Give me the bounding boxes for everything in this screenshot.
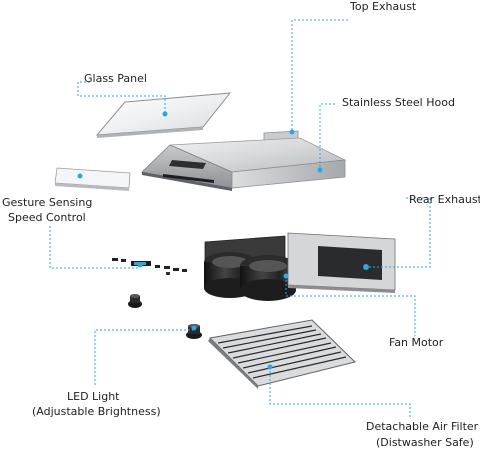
label-fan-motor: Fan Motor <box>389 336 444 349</box>
rear-exhaust-plate <box>287 232 396 293</box>
label-air-filter-line1: Detachable Air Filter <box>366 420 479 433</box>
stainless-steel-hood <box>141 130 347 191</box>
callout-lines <box>49 19 431 418</box>
label-stainless-steel-hood: Stainless Steel Hood <box>342 96 455 109</box>
label-led-light-line1: LED Light <box>67 390 120 403</box>
label-top-exhaust: Top Exhaust <box>350 0 417 13</box>
label-rear-exhaust: Rear Exhaust <box>409 193 480 206</box>
label-led-light-line2: (Adjustable Brightness) <box>32 405 161 418</box>
light-bulb-top <box>128 294 142 308</box>
label-gesture-sensing-line2: Speed Control <box>8 211 86 224</box>
front-control-panel <box>54 167 131 191</box>
label-glass-panel: Glass Panel <box>84 72 147 85</box>
label-gesture-sensing-line1: Gesture Sensing <box>2 196 93 209</box>
air-filter <box>208 319 356 389</box>
gesture-control-board <box>112 258 187 275</box>
label-air-filter-line2: (Distwasher Safe) <box>376 436 474 449</box>
